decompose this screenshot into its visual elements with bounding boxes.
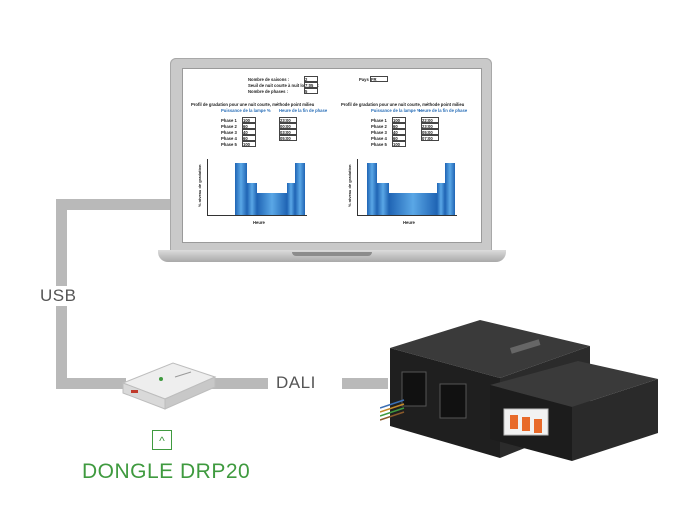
- p2-phase3-label: Phase 3: [371, 130, 387, 135]
- p2-phase1-time-value: 22:00: [422, 118, 433, 123]
- saisons-value: 2: [305, 77, 308, 82]
- p1-phase2-power-value: 60: [243, 124, 248, 129]
- p1-bar-phase2: [247, 183, 257, 215]
- p1-phase2-time[interactable]: 00:00: [279, 123, 297, 129]
- panel-1-ylabel: % niveau de gradation: [197, 164, 202, 207]
- p2-phase3-power-value: 40: [393, 130, 398, 135]
- p2-phase3-time[interactable]: 05:00: [421, 129, 439, 135]
- laptop-base: [158, 250, 506, 262]
- p2-phase4-time-value: 07:00: [422, 136, 433, 141]
- p2-phase2-time-value: 23:00: [422, 124, 433, 129]
- p1-phase5-power[interactable]: 100: [242, 141, 256, 147]
- dali-cable-left: [210, 378, 268, 389]
- p2-phase1-power[interactable]: 100: [392, 117, 406, 123]
- p1-phase1-time-value: 23:00: [280, 118, 291, 123]
- panel-2-col-power: Puissance de la lampe %: [371, 108, 421, 113]
- p2-phase3-power[interactable]: 40: [392, 129, 406, 135]
- p1-phase2-time-value: 00:00: [280, 124, 291, 129]
- dali-cable-right: [342, 378, 388, 389]
- p2-phase2-power[interactable]: 60: [392, 123, 406, 129]
- p1-phase3-time[interactable]: 03:00: [279, 129, 297, 135]
- usb-cable-horizontal-bottom: [56, 378, 126, 389]
- dali-label: DALI: [276, 373, 316, 392]
- seuil-value: 7:05: [305, 83, 314, 88]
- p2-phase1-time[interactable]: 22:00: [421, 117, 439, 123]
- form-row-saisons-label: Nombre de saisons :: [248, 77, 290, 82]
- saisons-select[interactable]: 2: [304, 76, 318, 82]
- p2-phase5-label: Phase 5: [371, 142, 387, 147]
- panel-2-x-axis: [357, 215, 457, 216]
- phases-value: 5: [305, 89, 308, 94]
- pays-label: Pays :: [359, 77, 372, 82]
- panel-2-graph: % niveau de gradation Heure: [343, 157, 461, 225]
- laptop-hinge-notch: [292, 252, 372, 256]
- p2-bar-phase4: [437, 183, 445, 215]
- form-row-phases-label: Nombre de phases :: [248, 89, 289, 94]
- panel-2-ylabel: % niveau de gradation: [347, 164, 352, 207]
- ballast-device: [490, 361, 658, 461]
- p1-phase1-time[interactable]: 23:00: [279, 117, 297, 123]
- p1-bar-phase1: [235, 163, 247, 215]
- p2-phase1-label: Phase 1: [371, 118, 387, 123]
- p2-bar-phase3: [389, 193, 437, 215]
- panel-1-graph: % niveau de gradation Heure: [193, 157, 311, 225]
- p2-bar-phase5: [445, 163, 455, 215]
- phases-select[interactable]: 5: [304, 88, 318, 94]
- p2-phase2-power-value: 60: [393, 124, 398, 129]
- panel-1-title: Profil de gradation pour une nuit courte…: [191, 102, 315, 107]
- p1-bar-phase5: [295, 163, 305, 215]
- p2-phase4-time[interactable]: 07:00: [421, 135, 439, 141]
- panel-2-title: Profil de gradation pour une nuit courte…: [341, 102, 465, 107]
- panel-1-xlabel: Heure: [253, 220, 265, 225]
- p2-phase4-label: Phase 4: [371, 136, 387, 141]
- p1-phase3-power[interactable]: 40: [242, 129, 256, 135]
- p2-bar-phase2: [377, 183, 389, 215]
- p1-phase3-power-value: 40: [243, 130, 248, 135]
- laptop-screen: Nombre de saisons : 2 Seuil de nuit cour…: [182, 68, 482, 243]
- p2-phase4-power[interactable]: 60: [392, 135, 406, 141]
- p1-bar-phase4: [287, 183, 295, 215]
- usb-label: USB: [38, 286, 79, 306]
- p1-phase4-time-value: 05:00: [280, 136, 291, 141]
- p2-phase2-label: Phase 2: [371, 124, 387, 129]
- panel-2-col-time: Heure de la fin de phase: [419, 108, 468, 113]
- p1-bar-phase3: [257, 193, 287, 215]
- pays-value: FR: [371, 77, 377, 82]
- pays-select[interactable]: FR: [370, 76, 388, 82]
- panel-1-x-axis: [207, 215, 307, 216]
- p1-phase5-power-value: 100: [243, 142, 250, 147]
- dongle-pointer-caret-icon: ^: [152, 430, 172, 450]
- p2-phase4-power-value: 60: [393, 136, 398, 141]
- p1-phase2-label: Phase 2: [221, 124, 237, 129]
- dongle-name-label: DONGLE DRP20: [82, 460, 251, 483]
- dongle-device: [121, 362, 217, 410]
- p2-phase5-power-value: 100: [393, 142, 400, 147]
- form-row-seuil-label: Seuil de nuit courte à nuit longues :: [248, 83, 319, 88]
- panel-1-col-power: Puissance de la lampe %: [221, 108, 271, 113]
- p1-phase3-label: Phase 3: [221, 130, 237, 135]
- p1-phase4-time[interactable]: 05:00: [279, 135, 297, 141]
- panel-1-col-time: Heure de la fin de phase: [279, 108, 328, 113]
- p1-phase3-time-value: 03:00: [280, 130, 291, 135]
- p1-phase1-power-value: 100: [243, 118, 250, 123]
- panel-2-y-axis: [357, 159, 358, 215]
- p1-phase5-label: Phase 5: [221, 142, 237, 147]
- p2-phase5-power[interactable]: 100: [392, 141, 406, 147]
- p1-phase4-power[interactable]: 60: [242, 135, 256, 141]
- seuil-input[interactable]: 7:05: [304, 82, 318, 88]
- p1-phase4-power-value: 60: [243, 136, 248, 141]
- panel-1-y-axis: [207, 159, 208, 215]
- p2-phase2-time[interactable]: 23:00: [421, 123, 439, 129]
- usb-cable-horizontal-top: [56, 199, 186, 210]
- p2-phase1-power-value: 100: [393, 118, 400, 123]
- p2-phase3-time-value: 05:00: [422, 130, 433, 135]
- p1-phase1-power[interactable]: 100: [242, 117, 256, 123]
- p1-phase4-label: Phase 4: [221, 136, 237, 141]
- panel-2-xlabel: Heure: [403, 220, 415, 225]
- p1-phase2-power[interactable]: 60: [242, 123, 256, 129]
- p2-bar-phase1: [367, 163, 377, 215]
- p1-phase1-label: Phase 1: [221, 118, 237, 123]
